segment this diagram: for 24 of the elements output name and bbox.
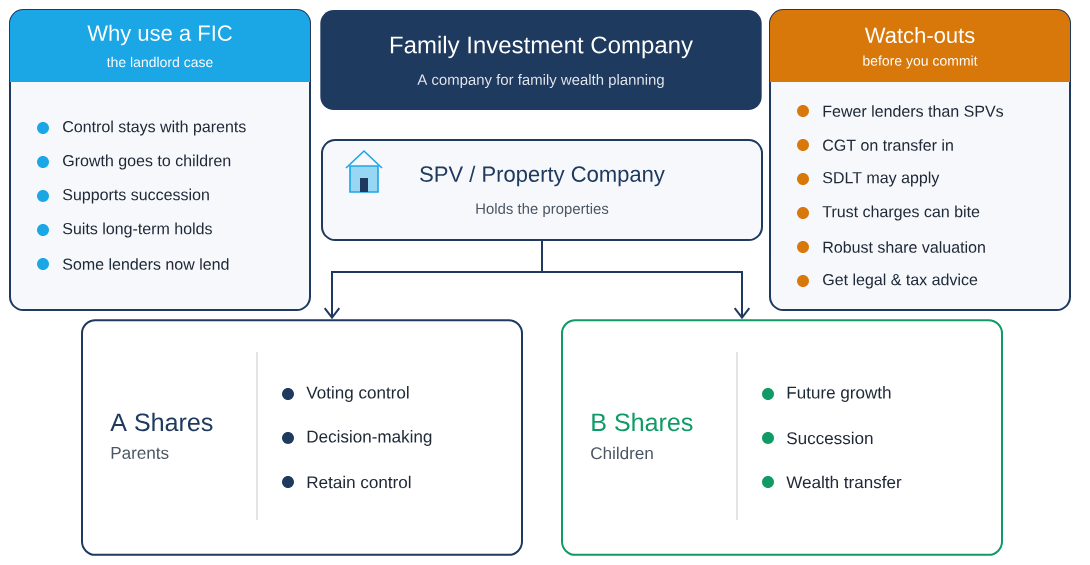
list-item: Get legal & tax advice xyxy=(797,273,978,289)
list-item: Succession xyxy=(762,431,873,445)
arrow xyxy=(541,240,751,320)
list-item: Decision-making xyxy=(282,430,432,446)
list-item: SDLT may apply xyxy=(797,171,940,187)
list-item: Future growth xyxy=(762,386,891,402)
list-item: Suits long-term holds xyxy=(37,222,212,238)
list-item: Voting control xyxy=(282,386,409,402)
list-item: Fewer lenders than SPVs xyxy=(797,105,1004,117)
title-box: Family Investment Company A company for family wealth planning xyxy=(320,10,762,110)
list-item: Growth goes to children xyxy=(37,154,231,170)
card-subheading: before you commit xyxy=(863,55,978,69)
list-item: Supports succession xyxy=(37,188,209,204)
list-item: Control stays with parents xyxy=(37,120,246,136)
list-item: Trust charges can bite xyxy=(797,205,980,221)
list-item: Wealth transfer xyxy=(762,475,902,489)
list-item: Some lenders now lend xyxy=(37,258,229,270)
list-item: Robust share valuation xyxy=(797,241,985,253)
process-box: SPV / Property Company Holds the properties xyxy=(321,139,763,241)
list-item: Retain control xyxy=(282,475,411,489)
card-heading: Why use a FIC xyxy=(87,24,232,46)
card-heading: Watch-outs xyxy=(864,26,975,44)
list-item: CGT on transfer in xyxy=(797,139,953,151)
card-subheading: the landlord case xyxy=(106,56,213,68)
